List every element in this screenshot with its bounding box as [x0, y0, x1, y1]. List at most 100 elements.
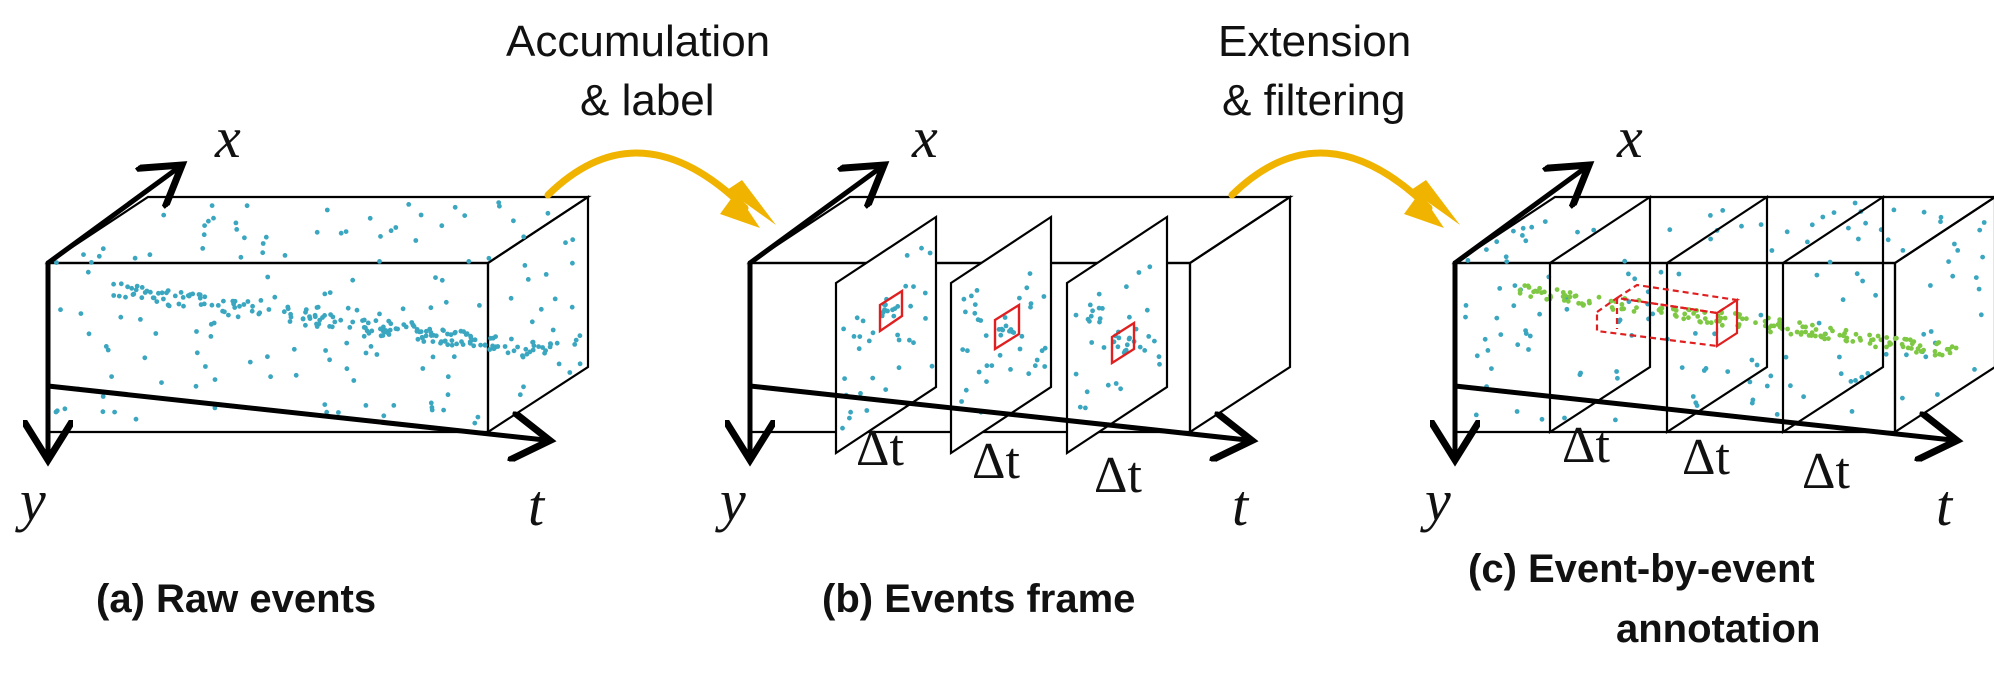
event-dot — [1794, 329, 1800, 335]
event-dot — [1754, 362, 1760, 368]
event-dot — [125, 284, 130, 290]
event-dot — [1626, 271, 1631, 277]
event-dot — [908, 303, 913, 309]
event-dot — [320, 315, 325, 320]
event-dot — [540, 345, 545, 350]
event-dot — [1852, 200, 1858, 206]
event-dot — [577, 361, 583, 367]
event-dot — [1596, 294, 1602, 300]
event-dot — [1693, 400, 1699, 406]
event-dot — [1822, 331, 1828, 337]
event-dot — [1485, 348, 1491, 353]
event-dot — [458, 328, 464, 334]
event-dot — [451, 354, 457, 360]
event-dot — [1810, 322, 1815, 328]
event-dot — [382, 329, 388, 335]
event-dot — [1659, 305, 1665, 311]
event-dot — [1147, 264, 1153, 270]
event-dot — [181, 303, 186, 309]
event-dot — [1830, 328, 1835, 334]
event-dot — [1489, 366, 1494, 371]
event-dot — [460, 342, 466, 347]
event-dot — [112, 409, 117, 415]
panel-a-t-label: t — [528, 473, 546, 538]
event-dot — [870, 375, 876, 381]
event-dot — [1024, 285, 1030, 291]
event-dot — [1873, 344, 1878, 350]
event-dot — [410, 322, 416, 328]
event-dot — [1542, 219, 1548, 225]
event-dot — [1788, 383, 1793, 389]
event-dot — [1634, 305, 1639, 310]
event-dot — [1511, 303, 1517, 309]
event-dot — [1073, 312, 1079, 318]
event-dot — [856, 346, 862, 352]
event-dot — [1504, 259, 1510, 264]
event-dot — [1769, 248, 1775, 253]
event-dot — [338, 230, 344, 236]
event-dot — [502, 344, 508, 349]
event-dot — [1564, 306, 1570, 312]
event-dot — [235, 314, 241, 320]
event-dot — [1719, 322, 1725, 328]
event-dot — [870, 330, 876, 336]
event-dot — [1865, 371, 1871, 376]
event-dot — [368, 344, 374, 349]
event-dot — [78, 311, 84, 316]
event-dot — [454, 341, 459, 347]
event-dot — [393, 225, 399, 230]
event-dot — [1517, 287, 1523, 293]
extension-label-line1: Extension — [1218, 17, 1411, 66]
event-dot — [202, 223, 208, 229]
event-dot — [350, 277, 356, 283]
event-dot — [1650, 311, 1656, 317]
event-dot — [517, 392, 523, 398]
event-dot — [391, 403, 397, 408]
panel-c-x-label: x — [1616, 105, 1643, 170]
event-dot — [1917, 343, 1923, 349]
event-dot — [989, 363, 995, 368]
event-dot — [381, 413, 387, 419]
event-dot — [840, 425, 845, 431]
event-dot — [1937, 351, 1942, 357]
event-dot — [1883, 351, 1889, 357]
event-dot — [347, 325, 353, 330]
event-dot — [972, 310, 978, 316]
event-dot — [1565, 298, 1571, 304]
event-dot — [142, 290, 148, 295]
event-dot — [1950, 273, 1956, 279]
event-dot — [201, 232, 207, 238]
event-dot — [327, 324, 332, 329]
event-dot — [1539, 416, 1545, 422]
event-dot — [1953, 345, 1959, 351]
event-dot — [1777, 317, 1783, 322]
event-dot — [567, 370, 573, 375]
panel-a-events — [53, 200, 583, 426]
event-dot — [903, 283, 909, 289]
event-dot — [885, 308, 890, 314]
panel-c-track-events — [1517, 283, 1959, 358]
event-dot — [260, 250, 266, 256]
event-dot — [854, 315, 860, 321]
event-dot — [165, 302, 171, 308]
event-dot — [1042, 364, 1048, 369]
event-dot — [1083, 405, 1088, 411]
event-dot — [1783, 354, 1789, 360]
event-dot — [573, 337, 579, 343]
event-dot — [100, 394, 106, 399]
event-dot — [1972, 367, 1977, 372]
event-dot — [569, 304, 575, 310]
accumulation-label-line1: Accumulation — [506, 17, 770, 66]
event-dot — [129, 285, 135, 291]
event-dot — [272, 294, 278, 300]
event-dot — [960, 347, 966, 352]
event-dot — [363, 350, 369, 356]
event-dot — [265, 274, 271, 280]
event-dot — [929, 363, 935, 369]
event-dot — [1573, 293, 1579, 299]
event-dot — [1142, 348, 1148, 353]
event-dot — [242, 235, 247, 241]
event-dot — [197, 295, 203, 301]
event-dot — [1591, 227, 1597, 233]
event-dot — [1844, 335, 1850, 341]
